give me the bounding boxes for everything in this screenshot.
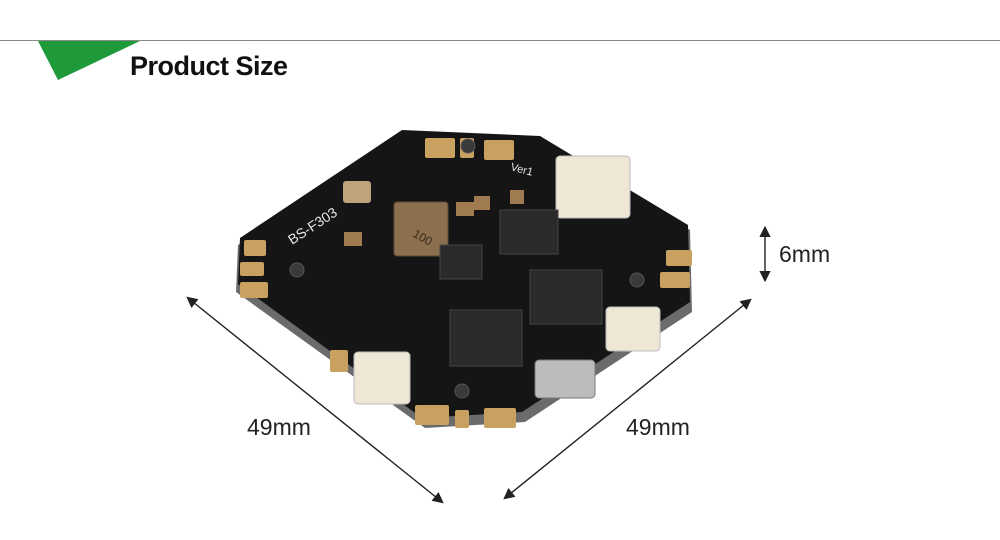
board-version-label: Ver1 — [509, 161, 534, 178]
connector-left — [353, 351, 411, 405]
chip-3 — [449, 309, 523, 367]
width-left-arrow — [186, 296, 444, 504]
width-right-label: 49mm — [626, 414, 690, 440]
connector-top — [555, 155, 631, 219]
inductor — [393, 201, 449, 257]
width-left-label: 49mm — [247, 414, 311, 440]
chip-4 — [439, 244, 483, 280]
height-label: 6mm — [779, 241, 831, 267]
width-right-arrow — [503, 298, 752, 500]
header-divider — [0, 40, 1000, 41]
chip-1 — [499, 209, 559, 255]
mounting-holes — [289, 138, 645, 399]
usb-port — [534, 359, 596, 399]
button-switch — [343, 181, 371, 203]
connector-right — [605, 306, 661, 352]
capacitors — [344, 190, 524, 246]
chip-2 — [529, 269, 603, 325]
section-title: Product Size — [130, 51, 288, 81]
section-flag-icon — [38, 41, 140, 80]
